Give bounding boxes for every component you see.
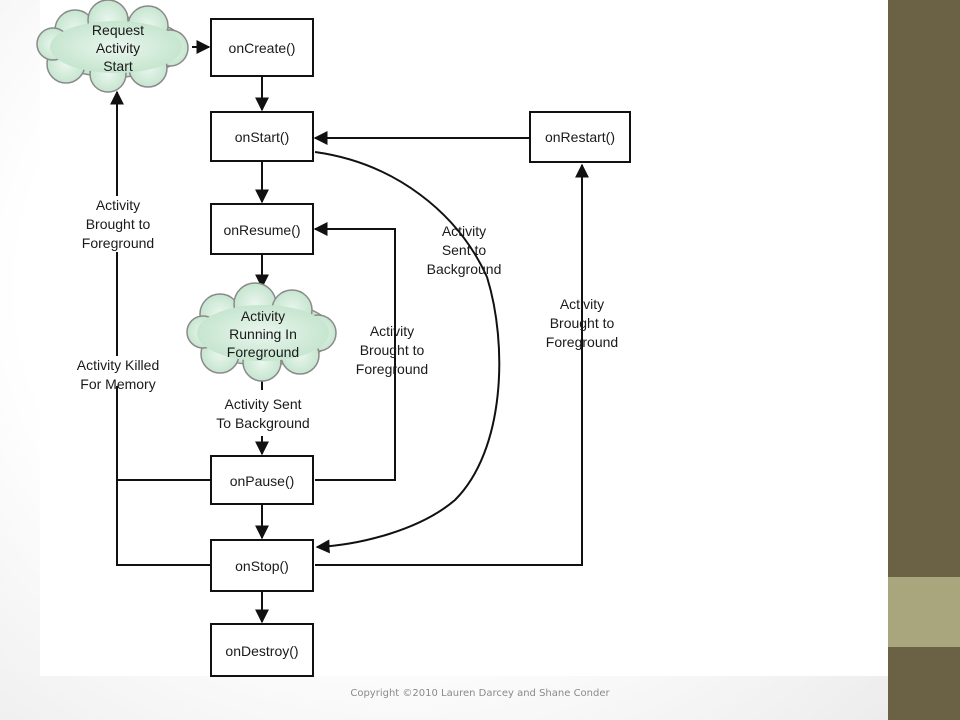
diagram-panel bbox=[40, 0, 888, 676]
copyright-text: Copyright ©2010 Lauren Darcey and Shane … bbox=[350, 688, 610, 699]
onstart-box bbox=[210, 111, 314, 162]
ondestroy-box bbox=[210, 623, 314, 677]
svg-text:Activity: Activity bbox=[370, 323, 414, 339]
onresume-box bbox=[210, 203, 314, 255]
oncreate-label: onCreate() bbox=[229, 40, 296, 56]
svg-text:To Background: To Background bbox=[216, 415, 309, 431]
svg-text:Foreground: Foreground bbox=[82, 235, 154, 251]
svg-text:Sent to: Sent to bbox=[442, 242, 487, 258]
svg-text:Activity: Activity bbox=[560, 296, 604, 312]
onstop-label: onStop() bbox=[235, 558, 289, 574]
label-killed-for-memory: Activity Killed For Memory bbox=[77, 357, 159, 392]
label-brought-foreground-mid: Activity Brought to Foreground bbox=[356, 323, 428, 377]
curve-onstart-upper bbox=[314, 151, 488, 278]
onrestart-box bbox=[529, 111, 631, 163]
svg-text:Activity: Activity bbox=[96, 197, 140, 213]
svg-text:Brought to: Brought to bbox=[550, 315, 615, 331]
onstart-label: onStart() bbox=[235, 129, 289, 145]
line-onstop-to-left bbox=[116, 386, 211, 566]
request-start-cloud: Request Activity Start bbox=[36, 0, 189, 93]
running-line-1: Activity bbox=[241, 308, 285, 324]
oncreate-box bbox=[210, 18, 314, 77]
label-sent-background-curve: Activity Sent to Background bbox=[427, 223, 502, 277]
running-foreground-cloud: Activity Running In Foreground bbox=[186, 282, 337, 382]
svg-text:Brought to: Brought to bbox=[360, 342, 425, 358]
request-start-line-2: Activity bbox=[96, 40, 140, 56]
ondestroy-label: onDestroy() bbox=[225, 643, 298, 659]
onstop-box bbox=[210, 539, 314, 592]
running-line-3: Foreground bbox=[227, 344, 299, 360]
svg-text:Foreground: Foreground bbox=[546, 334, 618, 350]
svg-text:Activity: Activity bbox=[442, 223, 486, 239]
running-line-2: Running In bbox=[229, 326, 297, 342]
svg-text:Activity Sent: Activity Sent bbox=[224, 396, 301, 412]
onresume-label: onResume() bbox=[223, 222, 300, 238]
svg-text:Brought to: Brought to bbox=[86, 216, 151, 232]
request-start-line-1: Request bbox=[92, 22, 144, 38]
arrow-onstop-to-onrestart bbox=[315, 163, 589, 566]
label-brought-foreground-left: Activity Brought to Foreground bbox=[82, 197, 154, 251]
svg-text:Foreground: Foreground bbox=[356, 361, 428, 377]
label-sent-background-mid: Activity Sent To Background bbox=[216, 396, 309, 431]
svg-text:For Memory: For Memory bbox=[80, 376, 155, 392]
label-brought-foreground-right: Activity Brought to Foreground bbox=[546, 296, 618, 350]
curve-onstart-to-onstop bbox=[315, 276, 501, 554]
onrestart-label: onRestart() bbox=[545, 129, 615, 145]
sidebar-accent-middle bbox=[888, 577, 960, 647]
arrow-onpause-to-onresume bbox=[313, 222, 396, 481]
request-start-line-3: Start bbox=[103, 58, 133, 74]
svg-text:Background: Background bbox=[427, 261, 502, 277]
sidebar-accent-top bbox=[888, 0, 960, 577]
onpause-label: onPause() bbox=[230, 473, 295, 489]
svg-text:Activity Killed: Activity Killed bbox=[77, 357, 159, 373]
sidebar-accent-bottom bbox=[888, 647, 960, 720]
onpause-box bbox=[210, 455, 314, 505]
